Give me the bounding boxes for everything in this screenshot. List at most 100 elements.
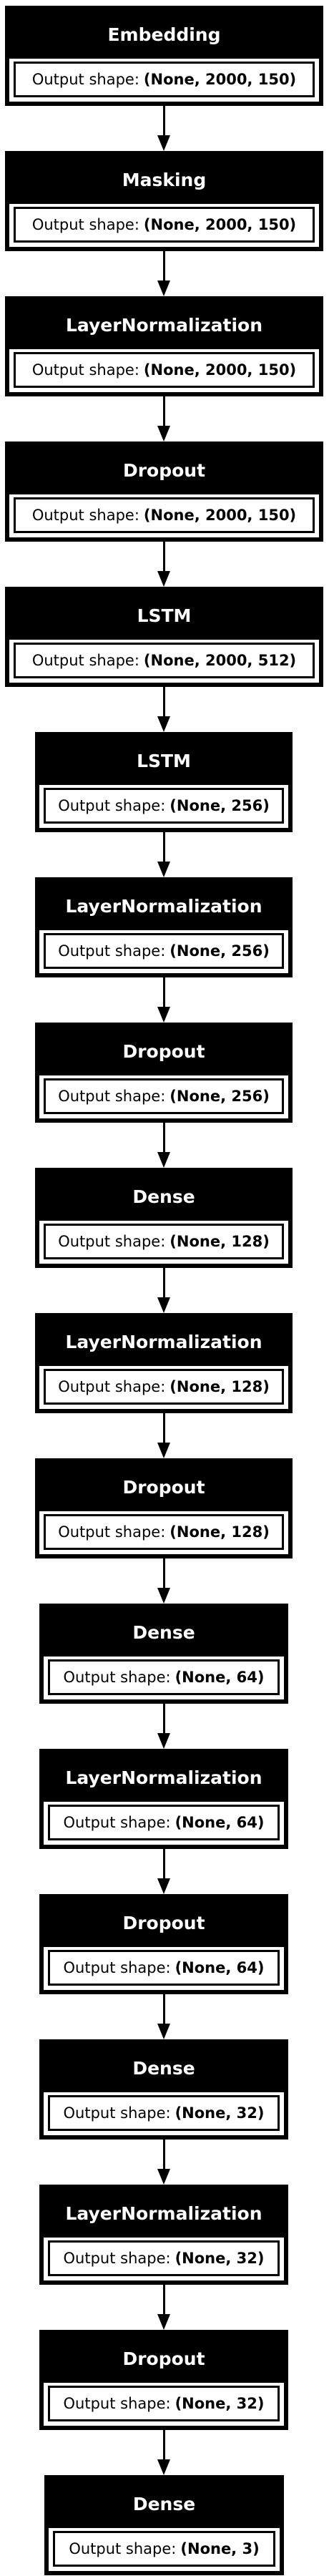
output-shape-value: (None, 3) (180, 2540, 260, 2557)
output-shape-value: (None, 2000, 512) (143, 652, 297, 669)
output-shape-label: Output shape: (69, 2540, 177, 2557)
layer-title: LayerNormalization (44, 1753, 284, 1802)
output-shape-box: Output shape:(None, 64) (48, 1805, 280, 1840)
connector-arrow-line (163, 1994, 165, 2024)
connector-arrow-line (163, 1704, 165, 1733)
connector-arrow-line (163, 2430, 165, 2459)
output-shape-box: Output shape:(None, 2000, 150) (14, 497, 315, 533)
output-shape-label: Output shape: (58, 942, 166, 960)
output-shape-value: (None, 256) (170, 942, 270, 960)
output-shape-value: (None, 64) (175, 1814, 265, 1831)
arrow-down-icon (157, 1007, 170, 1023)
layer-title: Dense (39, 1172, 288, 1221)
output-shape-value: (None, 32) (175, 2395, 265, 2412)
layer-title: Dropout (44, 2334, 284, 2383)
output-shape-value: (None, 256) (170, 797, 270, 814)
output-shape-box: Output shape:(None, 128) (44, 1514, 284, 1550)
output-shape-value: (None, 128) (170, 1378, 270, 1395)
layer-title: Embedding (9, 10, 319, 59)
arrow-down-icon (157, 1878, 170, 1894)
output-shape-label: Output shape: (58, 797, 166, 814)
layer-title: LSTM (39, 736, 288, 785)
output-shape-box: Output shape:(None, 64) (48, 1950, 280, 1986)
output-shape-label: Output shape: (31, 507, 139, 524)
output-shape-box: Output shape:(None, 256) (44, 933, 284, 969)
layer-title: LayerNormalization (44, 2189, 284, 2238)
output-shape-value: (None, 128) (170, 1233, 270, 1250)
output-shape-value: (None, 2000, 150) (143, 216, 297, 233)
output-shape-box: Output shape:(None, 128) (44, 1224, 284, 1259)
output-shape-value: (None, 64) (175, 1959, 265, 1976)
output-shape-box: Output shape:(None, 2000, 512) (14, 643, 315, 678)
connector-arrow-line (163, 251, 165, 280)
layer-title: Dropout (39, 1463, 288, 1511)
output-shape-box: Output shape:(None, 256) (44, 788, 284, 824)
output-shape-box: Output shape:(None, 256) (44, 1078, 284, 1114)
arrow-down-icon (157, 280, 170, 296)
output-shape-box: Output shape:(None, 32) (48, 2240, 280, 2276)
connector-arrow-line (163, 832, 165, 862)
output-shape-box: Output shape:(None, 2000, 150) (14, 62, 315, 97)
connector-arrow-line (163, 1268, 165, 1297)
arrow-down-icon (157, 1733, 170, 1749)
arrow-down-icon (157, 571, 170, 587)
output-shape-value: (None, 256) (170, 1088, 270, 1105)
arrow-down-icon (157, 2314, 170, 2330)
connector-arrow-line (163, 1123, 165, 1152)
layer-title: Dense (44, 2044, 284, 2092)
output-shape-box: Output shape:(None, 128) (44, 1369, 284, 1405)
arrow-down-icon (157, 2024, 170, 2039)
arrow-down-icon (157, 716, 170, 732)
connector-arrow-line (163, 2140, 165, 2169)
connector-arrow-line (163, 1413, 165, 1443)
output-shape-box: Output shape:(None, 32) (48, 2386, 280, 2421)
output-shape-box: Output shape:(None, 2000, 150) (14, 207, 315, 243)
output-shape-value: (None, 64) (175, 1669, 265, 1686)
output-shape-box: Output shape:(None, 2000, 150) (14, 352, 315, 388)
output-shape-label: Output shape: (63, 1814, 171, 1831)
arrow-down-icon (157, 1152, 170, 1168)
arrow-down-icon (157, 426, 170, 441)
output-shape-value: (None, 32) (175, 2250, 265, 2267)
layer-title: Dropout (9, 446, 319, 494)
output-shape-label: Output shape: (31, 216, 139, 233)
arrow-down-icon (157, 2459, 170, 2475)
arrow-down-icon (157, 862, 170, 877)
connector-arrow-line (163, 1558, 165, 1588)
output-shape-box: Output shape:(None, 32) (48, 2095, 280, 2131)
output-shape-label: Output shape: (63, 2250, 171, 2267)
layer-title: Dropout (44, 1898, 284, 1947)
output-shape-label: Output shape: (63, 2104, 171, 2122)
connector-arrow-line (163, 687, 165, 716)
output-shape-label: Output shape: (58, 1523, 166, 1541)
layer-title: LayerNormalization (9, 301, 319, 349)
arrow-down-icon (157, 135, 170, 151)
arrow-down-icon (157, 1588, 170, 1604)
output-shape-value: (None, 2000, 150) (143, 507, 297, 524)
output-shape-value: (None, 32) (175, 2104, 265, 2122)
output-shape-label: Output shape: (31, 71, 139, 88)
arrow-down-icon (157, 1297, 170, 1313)
layer-title: Masking (9, 155, 319, 204)
layer-title: Dense (44, 1608, 284, 1657)
output-shape-value: (None, 2000, 150) (143, 361, 297, 379)
layer-title: LayerNormalization (39, 882, 288, 930)
layer-title: Dense (49, 2479, 280, 2528)
